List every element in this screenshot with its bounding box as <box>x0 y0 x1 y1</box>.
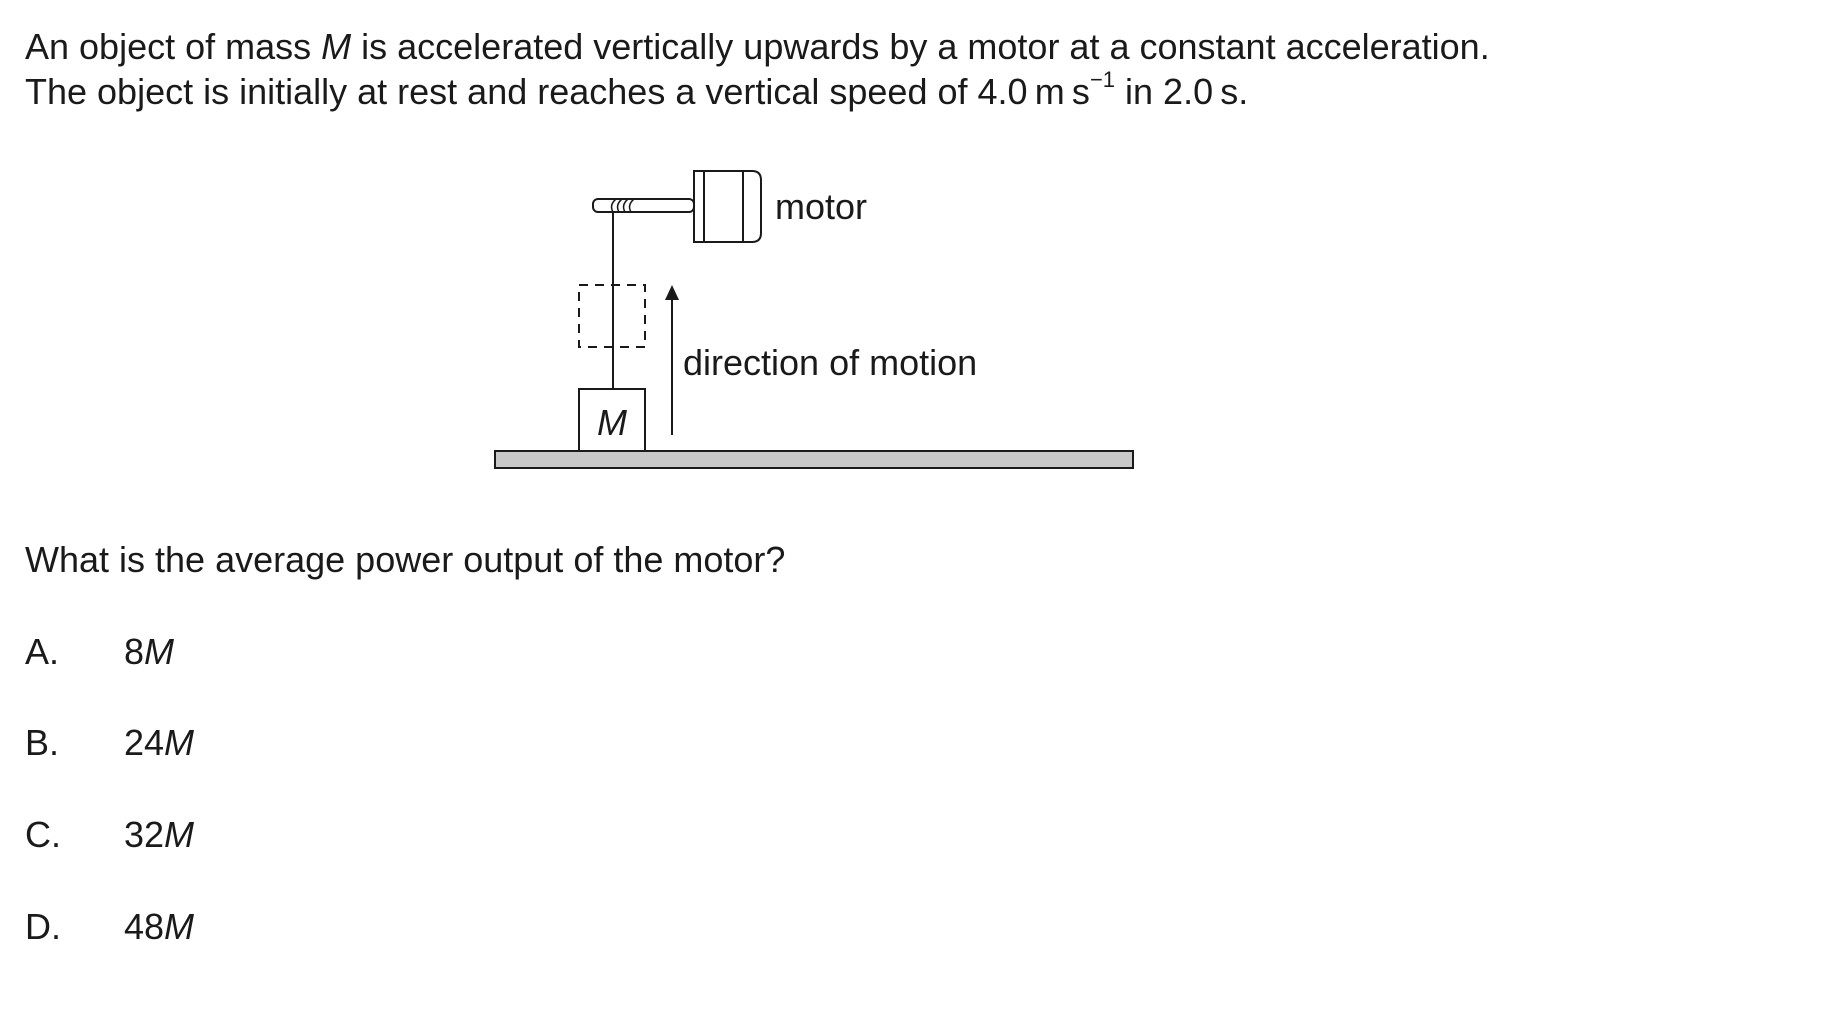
option-letter: D. <box>25 906 61 947</box>
string-coil <box>610 198 635 213</box>
question-line-1: An object of mass M is accelerated verti… <box>25 26 1490 67</box>
motor-label: motor <box>775 186 867 227</box>
option-value: 32M <box>124 814 195 855</box>
option-letter: B. <box>25 722 60 763</box>
motor-body <box>693 170 762 243</box>
option-value: 48M <box>124 906 195 947</box>
option-value: 8M <box>124 631 175 672</box>
option-letter: C. <box>25 814 61 855</box>
arrow-head-icon <box>665 285 679 300</box>
ground <box>494 450 1134 469</box>
mass-label: M <box>597 402 627 443</box>
motor-diagram: M motor direction of motion <box>494 170 1134 469</box>
mass-block <box>578 388 646 452</box>
option-value: 24M <box>124 722 195 763</box>
question-line-2: The object is initially at rest and reac… <box>25 67 1249 113</box>
motor-shaft <box>592 198 695 213</box>
direction-label: direction of motion <box>683 342 977 383</box>
question-prompt: What is the average power output of the … <box>25 539 786 580</box>
option-letter: A. <box>25 631 60 672</box>
